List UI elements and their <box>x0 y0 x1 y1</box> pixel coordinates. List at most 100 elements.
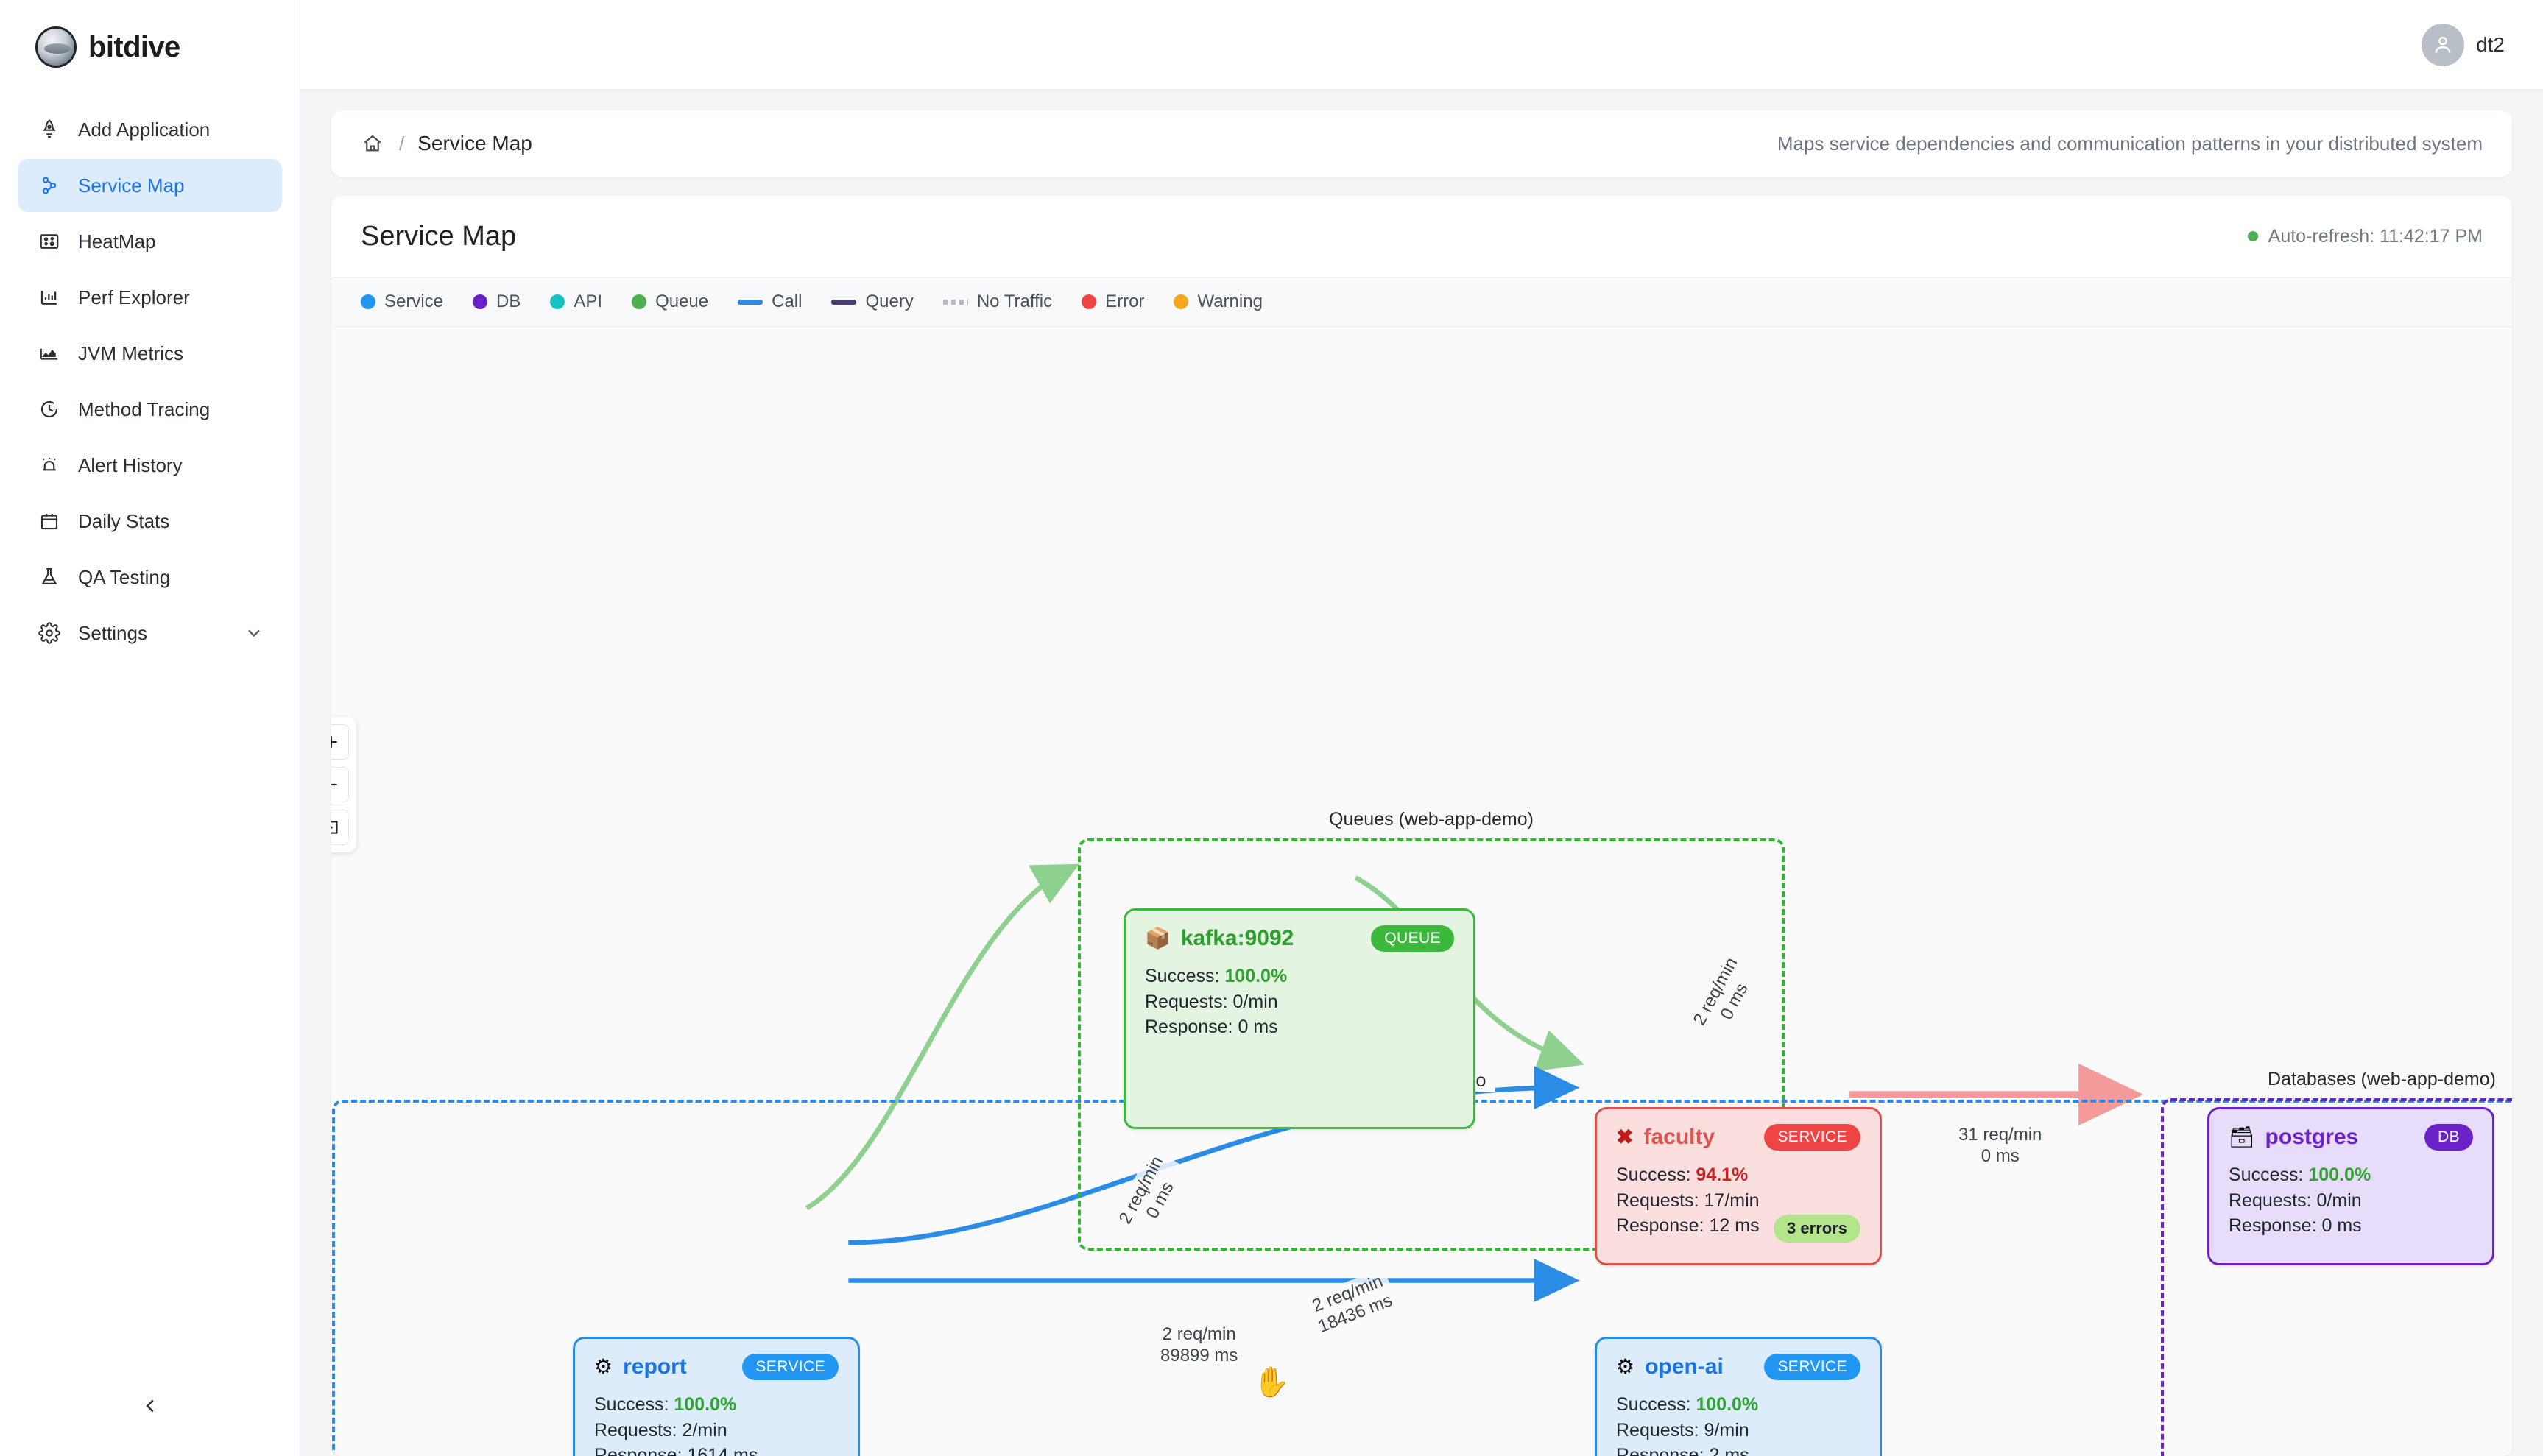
stat-response-value: 1614 ms <box>687 1445 758 1456</box>
page-title: Service Map <box>417 132 532 155</box>
sidebar-item-jvm-metrics[interactable]: JVM Metrics <box>18 327 282 380</box>
stat-requests: Requests: 0/min <box>2229 1190 2362 1211</box>
chevron-down-icon[interactable] <box>244 623 264 643</box>
node-faculty[interactable]: ✖ faculty SERVICE Success: 94.1% Request… <box>1595 1107 1882 1265</box>
fit-view-button[interactable] <box>331 810 349 845</box>
sidebar-item-perf-explorer[interactable]: Perf Explorer <box>18 271 282 324</box>
node-kafka[interactable]: 📦 kafka:9092 QUEUE Success: 100.0% Reque… <box>1124 908 1475 1129</box>
stat-requests: Requests: 0/min <box>1145 991 1278 1012</box>
node-title: 📦 kafka:9092 <box>1145 926 1294 951</box>
sidebar-item-alert-history[interactable]: Alert History <box>18 439 282 492</box>
node-name: faculty <box>1643 1125 1715 1149</box>
gear-icon: ⚙ <box>594 1355 613 1378</box>
legend-item-error: Error <box>1082 291 1144 312</box>
stat-requests-value: 2/min <box>682 1419 727 1441</box>
graph-canvas[interactable]: Queues (web-app-demo) web-app-demo Datab… <box>331 327 2512 1456</box>
home-icon[interactable] <box>361 131 386 156</box>
node-header: 🗃 postgres DB <box>2229 1124 2473 1151</box>
stat-success-value: 94.1% <box>1696 1165 1749 1185</box>
stat-response-value: 0 ms <box>2321 1215 2362 1236</box>
node-report[interactable]: ⚙ report SERVICE Success: 100.0% Request… <box>573 1337 860 1456</box>
stat-response: Response: 0 ms <box>1145 1017 1278 1037</box>
sidebar-item-settings[interactable]: Settings <box>18 607 282 660</box>
brand[interactable]: bitdive <box>0 0 300 90</box>
topbar: dt2 <box>300 0 2543 90</box>
bar-chart-icon <box>37 285 62 310</box>
clock-icon <box>37 397 62 422</box>
group-label: Queues (web-app-demo) <box>1320 809 1542 830</box>
stat-requests: Requests: 9/min <box>1616 1419 1749 1441</box>
sidebar-item-qa-testing[interactable]: QA Testing <box>18 551 282 604</box>
node-postgres[interactable]: 🗃 postgres DB Success: 100.0% Requests: … <box>2207 1107 2494 1265</box>
sidebar-item-label: QA Testing <box>78 565 171 588</box>
zoom-in-button[interactable] <box>331 724 349 760</box>
legend-item-db: DB <box>473 291 521 312</box>
plus-icon <box>331 732 341 752</box>
service-map-panel: Service Map Auto-refresh: 11:42:17 PM Se… <box>331 196 2512 1456</box>
content: / Service Map Maps service dependencies … <box>300 90 2543 1456</box>
legend-dot-icon <box>632 294 647 309</box>
service-map-icon <box>37 173 62 198</box>
heatmap-icon <box>37 229 62 254</box>
flask-icon <box>37 565 62 590</box>
legend-item-api: API <box>550 291 602 312</box>
edge-report-kafka <box>805 863 1079 1211</box>
sidebar-item-method-tracing[interactable]: Method Tracing <box>18 383 282 436</box>
legend-label: Call <box>772 291 803 311</box>
sidebar-item-label: Settings <box>78 621 147 644</box>
sidebar: bitdive Add Application Service Map Heat… <box>0 0 300 1456</box>
zoom-out-button[interactable] <box>331 767 349 802</box>
error-cross-icon: ✖ <box>1616 1125 1634 1148</box>
package-icon: 📦 <box>1145 927 1171 950</box>
user-menu[interactable]: dt2 <box>2422 23 2505 66</box>
stat-success: Success: 100.0% <box>1616 1394 1759 1415</box>
legend-label: Query <box>865 291 914 311</box>
node-type-badge: SERVICE <box>1764 1124 1860 1151</box>
sidebar-item-add-application[interactable]: Add Application <box>18 103 282 156</box>
node-type-badge: QUEUE <box>1371 925 1454 952</box>
stat-success-value: 100.0% <box>1696 1394 1759 1415</box>
node-open-ai[interactable]: ⚙ open-ai SERVICE Success: 100.0% Reques… <box>1595 1337 1882 1456</box>
main-area: dt2 / Service Map Maps service dependenc… <box>300 0 2543 1456</box>
node-stats: Success: 94.1% Requests: 17/min Response… <box>1616 1162 1860 1239</box>
stat-response-value: 2 ms <box>1709 1445 1749 1456</box>
legend-label: DB <box>496 291 521 311</box>
status-badge-errors: 3 errors <box>1774 1215 1860 1243</box>
node-title: ⚙ report <box>594 1354 687 1379</box>
stat-requests-value: 17/min <box>1704 1190 1760 1211</box>
node-title: ✖ faculty <box>1616 1125 1715 1150</box>
stat-requests-value: 9/min <box>1704 1419 1749 1441</box>
legend-label: Warning <box>1197 291 1263 311</box>
sidebar-item-label: Method Tracing <box>78 397 211 420</box>
node-type-badge: SERVICE <box>742 1354 839 1380</box>
node-stats: Success: 100.0% Requests: 0/min Response… <box>2229 1162 2473 1239</box>
database-icon: 🗃 <box>2229 1125 2255 1148</box>
sidebar-item-label: Perf Explorer <box>78 286 190 308</box>
legend-dot-icon <box>473 294 488 309</box>
calendar-icon <box>37 509 62 534</box>
graph-viewport[interactable]: Queues (web-app-demo) web-app-demo Datab… <box>331 327 2512 1456</box>
sidebar-item-heatmap[interactable]: HeatMap <box>18 215 282 268</box>
fit-view-icon <box>331 818 341 837</box>
rocket-icon <box>37 117 62 142</box>
legend-line-icon <box>738 299 763 305</box>
gear-icon <box>37 621 62 646</box>
node-type-badge: SERVICE <box>1764 1354 1860 1380</box>
sidebar-collapse-button[interactable] <box>130 1385 171 1427</box>
legend-item-queue: Queue <box>632 291 708 312</box>
node-name: postgres <box>2265 1125 2359 1149</box>
user-avatar-icon <box>2422 23 2465 66</box>
legend-item-query: Query <box>831 291 914 312</box>
sidebar-item-label: Daily Stats <box>78 509 170 532</box>
sidebar-item-service-map[interactable]: Service Map <box>18 159 282 212</box>
legend-label: Service <box>384 291 444 311</box>
legend-line-icon <box>831 299 857 305</box>
stat-response-value: 12 ms <box>1709 1215 1760 1236</box>
panel-title: Service Map <box>361 220 517 252</box>
minus-icon <box>331 775 341 794</box>
legend-item-no-traffic: No Traffic <box>942 291 1052 312</box>
group-label: Databases (web-app-demo) <box>2259 1069 2505 1090</box>
sidebar-item-daily-stats[interactable]: Daily Stats <box>18 495 282 548</box>
sidebar-item-label: Add Application <box>78 118 211 141</box>
